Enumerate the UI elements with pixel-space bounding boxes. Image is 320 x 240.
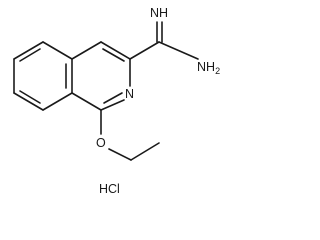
ethoxy-group (100, 109, 160, 161)
amine-nh-text: NH (197, 60, 215, 74)
bond-c5-c6 (13, 41, 44, 60)
bond-c8-c8a (42, 92, 73, 111)
chemical-structure: NH NH2 N O HCl (13, 6, 220, 196)
double-bond-c4-c3 (102, 48, 125, 62)
bond-n2-c1 (100, 99, 125, 111)
double-bond-c1-n2 (103, 92, 123, 104)
imine-nh-label: NH (150, 6, 168, 20)
bond-ch2-ch3 (130, 142, 160, 161)
ring-nitrogen-label: N (125, 87, 134, 101)
bond-c4a-c4 (71, 41, 102, 60)
bond-c4a-c5 (42, 41, 73, 60)
bond-c1-c8a (71, 92, 102, 111)
pyridine-ring (71, 41, 131, 111)
amine-subscript: 2 (215, 66, 220, 76)
bond-o-ch2 (108, 148, 132, 161)
amine-nh2-label: NH2 (197, 60, 220, 76)
amidine-group (129, 21, 199, 60)
double-bond-c5-c6 (19, 48, 41, 62)
ether-oxygen-label: O (96, 136, 106, 150)
double-bond-c7-c8 (19, 90, 41, 104)
bond-c4-c3 (100, 41, 131, 60)
bond-c7-c8 (13, 92, 44, 111)
salt-label: HCl (99, 182, 120, 196)
bond-camidine-nh2 (158, 41, 199, 60)
benzene-ring (13, 41, 73, 111)
bond-c3-camidine (129, 41, 160, 60)
